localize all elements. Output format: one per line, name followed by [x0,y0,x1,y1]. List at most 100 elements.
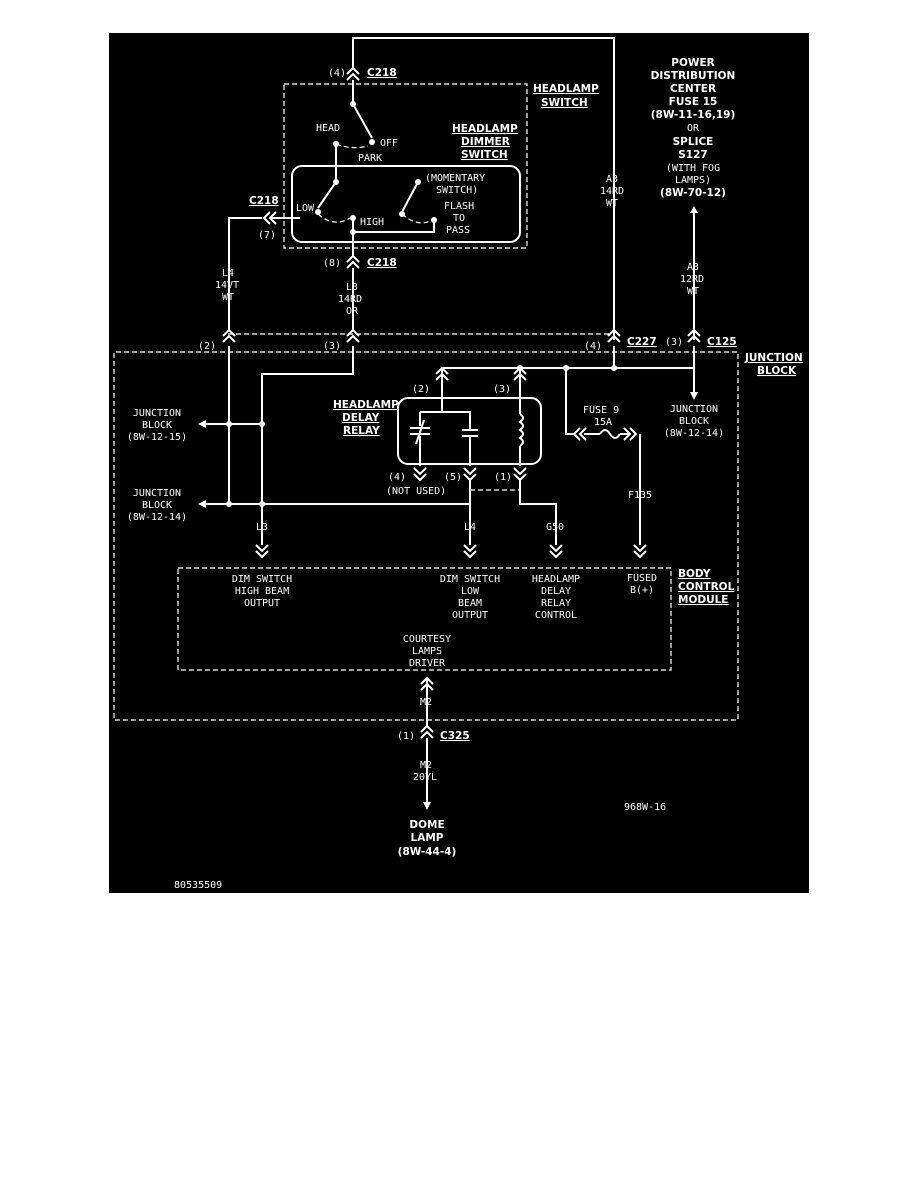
connectors-c218-label: C218 [367,257,397,269]
headlamp-switch-high-label: HIGH [360,217,384,228]
relay-l2-label: DELAY [342,412,380,424]
jb-refs-right-l1-label: JUNCTION [670,404,718,415]
dimmer-l1-label: HEADLAMP [452,123,518,135]
headlamp-switch-title2-label: SWITCH [541,97,588,109]
power-l4-label: FUSE 15 [669,96,718,108]
jb-refs-right-l2-label: BLOCK [679,416,709,427]
connectors-p1c-label: (1) [397,731,415,742]
bcm-hb3-label: OUTPUT [244,598,280,609]
connectors-c218-label: C218 [249,195,279,207]
headlamp-switch-low-label: LOW [296,203,315,214]
bcm-hd4-label: CONTROL [535,610,577,621]
power-l7-label: SPLICE [673,136,714,148]
headlamp-switch-off-label: OFF [380,138,398,149]
bcm-title3-label: MODULE [678,594,728,606]
power-l9-label: (WITH FOG [666,163,720,174]
connectors-c227-label: C227 [627,336,657,348]
wires-l3-1-label: L3 [346,282,358,293]
jb-refs-left1-l3-label: (8W-12-15) [127,432,187,443]
wires-a3b-2-label: 12RD [680,274,704,285]
figure-id-label: 968W-16 [624,802,666,813]
jb-refs-left2-l2-label: BLOCK [142,500,172,511]
connectors-p3a-label: (3) [323,341,341,352]
fuse9-l1-label: FUSE 9 [583,405,619,416]
bcm-title2-label: CONTROL [678,581,735,593]
relay-p3-label: (3) [493,384,511,395]
bcm-box [177,567,672,671]
wires-a3-1-label: A3 [606,174,618,185]
bcm-fb2-label: B(+) [630,585,654,596]
connectors-p4a-label: (4) [328,68,346,79]
bcm-title1-label: BODY [678,568,711,580]
wires-m2b-2-label: 20YL [413,772,437,783]
connectors-p8-label: (8) [323,258,341,269]
jb-refs-left1-l2-label: BLOCK [142,420,172,431]
relay-internals [410,365,527,491]
jb-refs-left2-l1-label: JUNCTION [133,488,181,499]
dome-l3-label: (8W-44-4) [398,846,457,858]
junction-block-l2-label: BLOCK [757,365,797,377]
junction-block-l1-label: JUNCTION [744,352,803,364]
relay-not-used-label: (NOT USED) [386,486,446,497]
relay-p4-label: (4) [388,472,406,483]
bcm-hb1-label: DIM SWITCH [232,574,292,585]
wires-l3-2-label: 14RD [338,294,362,305]
relay-p5-label: (5) [444,472,462,483]
power-l5-label: (8W-11-16,19) [651,109,736,121]
power-l2-label: DISTRIBUTION [651,70,736,82]
doc-number-label: 80535509 [174,880,222,891]
relay-l1-label: HEADLAMP [333,399,399,411]
dimmer-l3-label: SWITCH [461,149,508,161]
bcm-cl2-label: LAMPS [412,646,442,657]
fuse9-l2-label: 15A [594,417,612,428]
dimmer-switch-box [291,165,521,243]
wires-a3b-1-label: A3 [687,262,699,273]
power-l6-label: OR [687,123,700,134]
dimmer-f3-label: PASS [446,225,470,236]
bcm-hd2-label: DELAY [541,586,571,597]
headlamp-switch-box [283,83,528,249]
connectors-c325-label: C325 [440,730,470,742]
bcm-hd3-label: RELAY [541,598,571,609]
jb-refs-left1-l1-label: JUNCTION [133,408,181,419]
connectors-p7-label: (7) [258,230,276,241]
dimmer-f1-label: FLASH [444,201,474,212]
wires-a3b-3-label: WT [687,286,699,297]
connectors-p4b-label: (4) [584,341,602,352]
bcm-hb2-label: HIGH BEAM [235,586,289,597]
headlamp-switch-head-label: HEAD [316,123,340,134]
wires-l3-3-label: OR [346,306,359,317]
relay-p1-label: (1) [494,472,512,483]
bcm-hd1-label: HEADLAMP [532,574,580,585]
wires-a3-2-label: 14RD [600,186,624,197]
power-l1-label: POWER [671,57,714,69]
bcm-cl3-label: DRIVER [409,658,446,669]
wires-l4-3-label: WT [222,292,234,303]
jb-refs-right-l3-label: (8W-12-14) [664,428,724,439]
jb-refs-left2-l3-label: (8W-12-14) [127,512,187,523]
wires-m2b-1-label: M2 [420,760,432,771]
dimmer-m1-label: (MOMENTARY [425,173,485,184]
wires-f135-label: F135 [628,490,652,501]
connectors-c218-label: C218 [367,67,397,79]
connectors-p2a-label: (2) [198,341,216,352]
connectors-p3b-label: (3) [665,337,683,348]
connectors-c125-label: C125 [707,336,737,348]
dimmer-l2-label: DIMMER [461,136,510,148]
wires-l4-1-label: L4 [222,268,234,279]
bcm-cl1-label: COURTESY [403,634,451,645]
wires-l4-2-label: 14VT [215,280,239,291]
wires-l3-label: L3 [256,522,268,533]
power-l11-label: (8W-70-12) [660,187,726,199]
power-l10-label: LAMPS) [675,175,711,186]
wires-l4-label: L4 [464,522,476,533]
wires-g50-label: G50 [546,522,564,533]
power-l8-label: S127 [678,149,707,161]
relay-p2-label: (2) [412,384,430,395]
bcm-lb3-label: BEAM [458,598,482,609]
power-l3-label: CENTER [670,83,716,95]
dome-l1-label: DOME [409,819,444,831]
bcm-lb2-label: LOW [461,586,480,597]
dimmer-f2-label: TO [453,213,465,224]
